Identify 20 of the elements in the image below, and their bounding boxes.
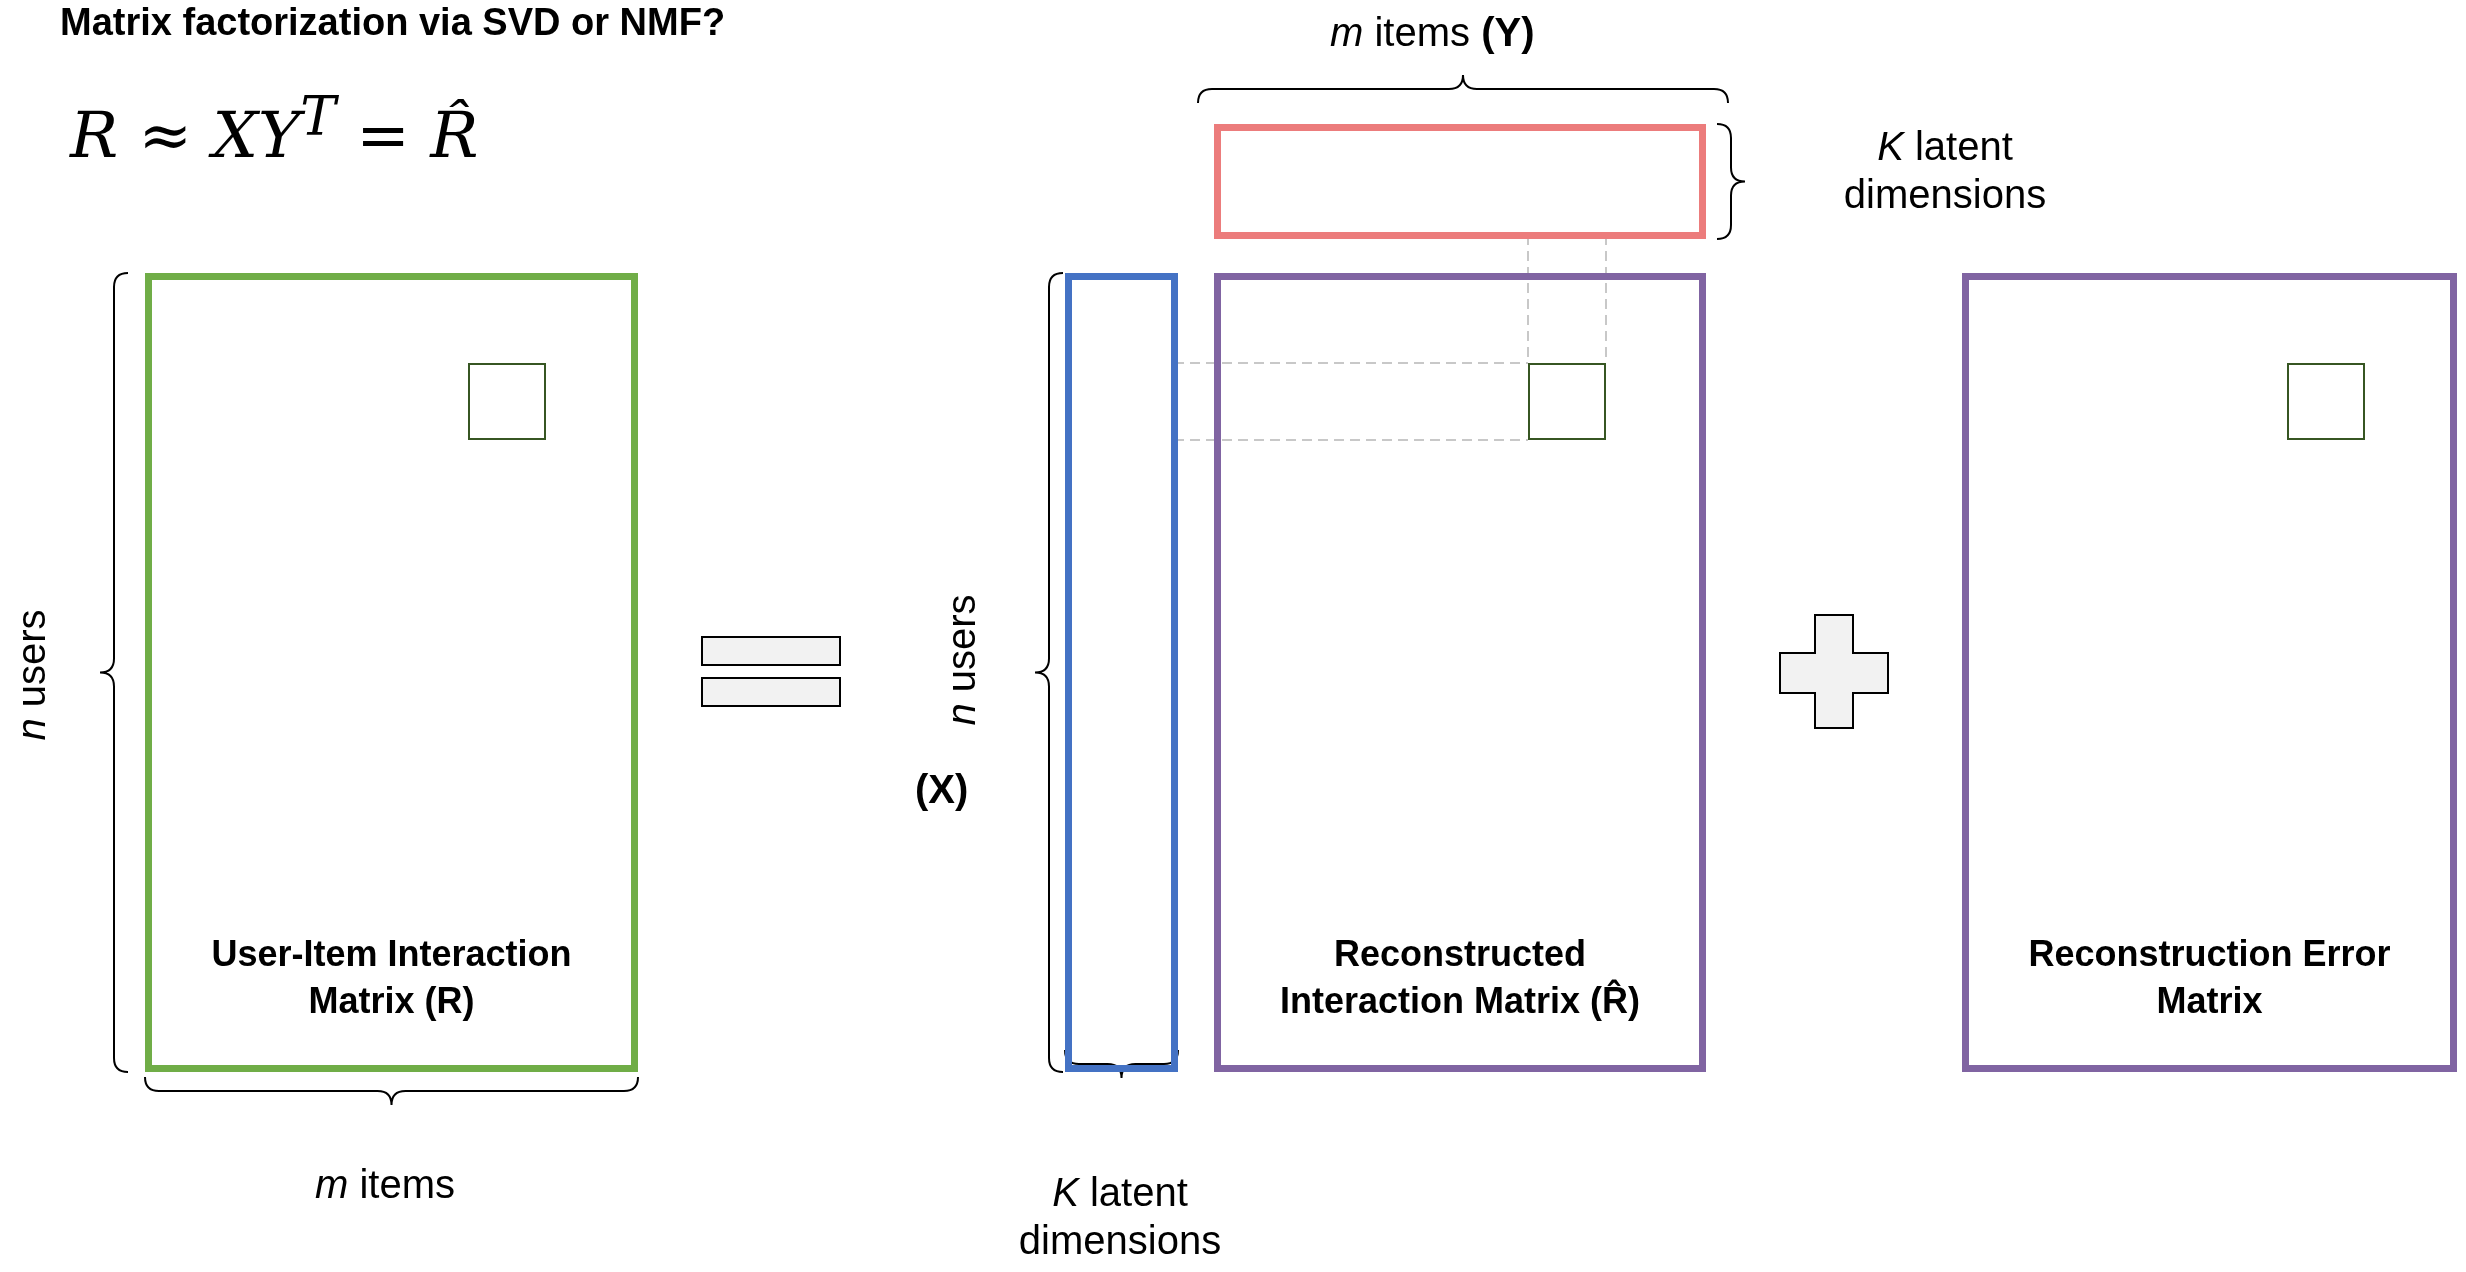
matrix-label: User-Item Interaction Matrix (R) bbox=[210, 932, 573, 1024]
cell-square bbox=[1528, 363, 1606, 440]
dimension-label: n users bbox=[7, 609, 54, 741]
title: Matrix factorization via SVD or NMF? bbox=[60, 0, 726, 45]
matrix-name: (X) bbox=[915, 766, 969, 813]
dimension-label: m items bbox=[315, 1161, 455, 1208]
matrix-label: Reconstructed Interaction Matrix (R̂) bbox=[1278, 932, 1641, 1024]
dimension-label: K latent dimensions bbox=[1017, 1169, 1223, 1264]
matrix-box bbox=[1214, 273, 1706, 1072]
matrix-box bbox=[1065, 273, 1178, 1072]
matrix-box bbox=[1214, 124, 1706, 239]
dimension-label: n users bbox=[937, 594, 984, 726]
dimension-label: m items (Y) bbox=[1330, 9, 1535, 56]
matrix-box bbox=[145, 273, 638, 1072]
cell-square bbox=[2287, 363, 2365, 440]
matrix-box bbox=[1962, 273, 2457, 1072]
cell-square bbox=[468, 363, 546, 440]
matrix-label: Reconstruction Error Matrix bbox=[2027, 932, 2392, 1024]
formula: R ≈ XY$^{T}$ = R̂ bbox=[70, 85, 479, 175]
dimension-label: K latent dimensions bbox=[1842, 123, 2048, 218]
